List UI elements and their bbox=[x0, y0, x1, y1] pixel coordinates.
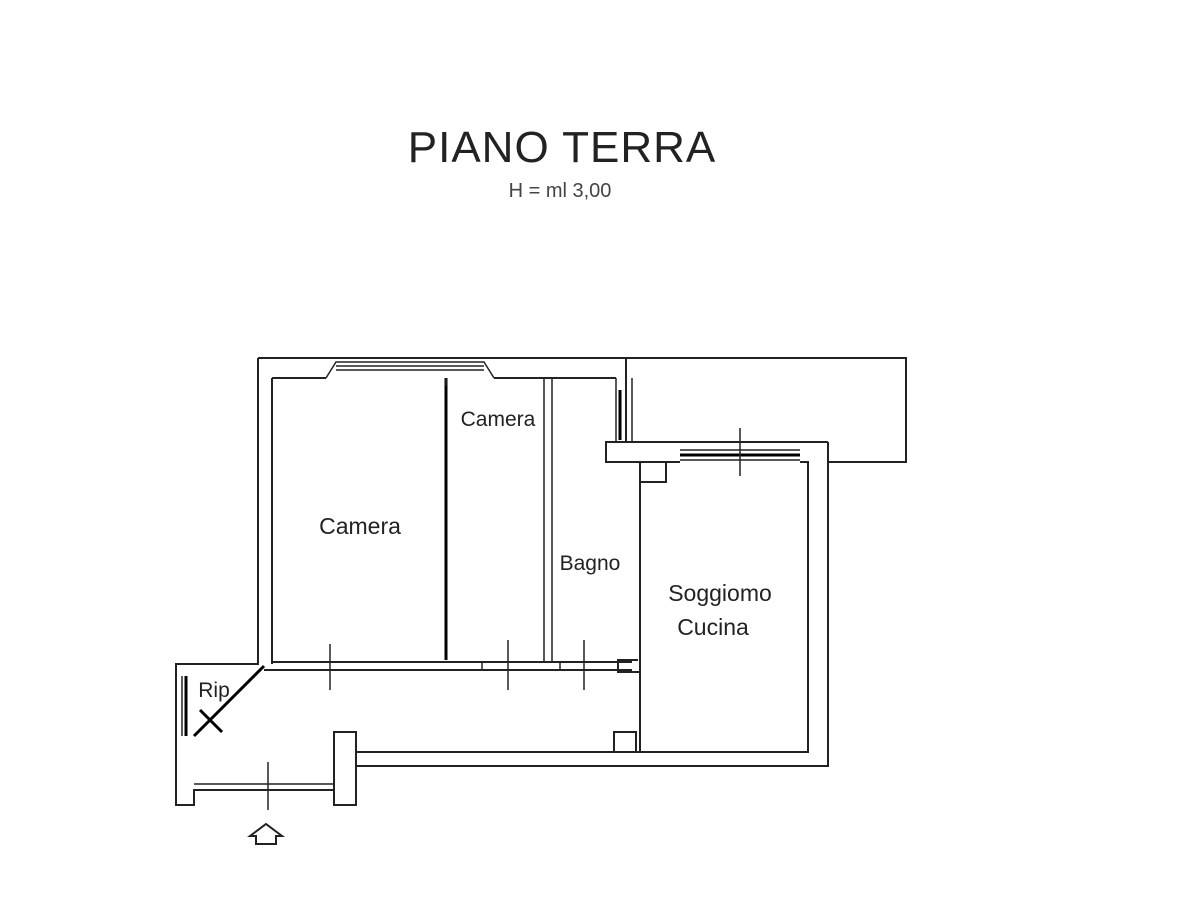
room-label-cucina: Cucina bbox=[677, 614, 749, 640]
room-label-bagno: Bagno bbox=[560, 552, 621, 575]
plan-height-note: H = ml 3,00 bbox=[509, 180, 612, 202]
room-label-camera-main: Camera bbox=[319, 513, 401, 539]
room-label-camera-small: Camera bbox=[461, 408, 536, 431]
entrance-arrow-icon bbox=[247, 822, 285, 845]
room-label-ripostiglio: Rip bbox=[198, 679, 230, 702]
room-label-soggiorno: Soggiomo bbox=[668, 580, 772, 606]
walls bbox=[175, 357, 907, 810]
plan-title: PIANO TERRA bbox=[408, 123, 716, 172]
